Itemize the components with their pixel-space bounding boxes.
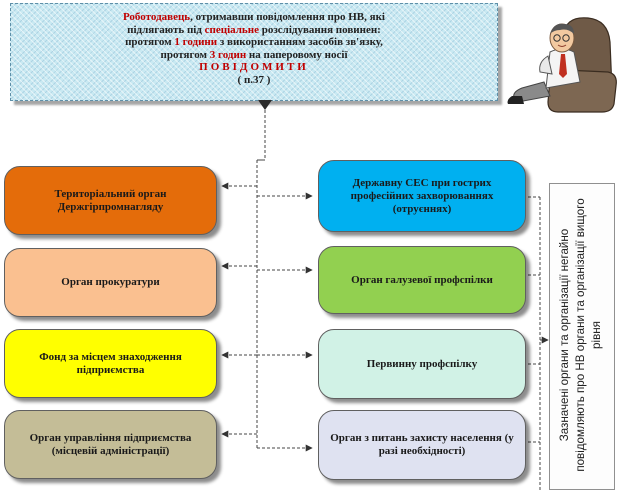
top-line-2-b: розслідування повинен:: [261, 23, 381, 36]
sanitary-service-box: Державну СЕС при гострих професійних зах…: [318, 160, 526, 232]
employer-label: Роботодавець: [122, 11, 191, 23]
top-line-4-a: протягом: [160, 48, 208, 61]
three-hours-label: 3 годин: [209, 48, 247, 61]
top-line-2-a: підлягають під: [127, 23, 202, 36]
notify-heading: ПОВІДОМИТИ: [199, 61, 309, 73]
office-worker-in-armchair-icon: [507, 17, 617, 113]
branch-union-box: Орган галузевої профспілки: [318, 246, 526, 314]
top-line-3: протягом 1 години з використанням засобі…: [11, 36, 497, 49]
enterprise-management-box: Орган управління підприємства (місцевій …: [4, 410, 217, 479]
prosecutor-office-box: Орган прокуратури: [4, 248, 217, 317]
special-label: спеціальне: [204, 23, 259, 36]
insurance-fund-box: Фонд за місцем знаходження підприємства: [4, 329, 217, 398]
one-hour-label: 1 години: [174, 36, 218, 48]
reference-label: ( п.37 ): [237, 73, 271, 86]
employer-duty-box: Роботодавець, отримавши повідомлення про…: [10, 3, 498, 101]
down-arrow-icon: [258, 100, 272, 110]
top-line-1-text: , отримавши повідомлення про НВ, які: [190, 11, 385, 23]
top-line-3-a: протягом: [125, 36, 172, 48]
top-line-4-b: на паперовому носії: [248, 48, 348, 61]
side-note-text: Зазначені органи та організації негайно …: [558, 198, 603, 472]
territorial-authority-box: Територіальний орган Держгірпромнагляду: [4, 166, 217, 235]
top-line-2: підлягають під спеціальне розслідування …: [11, 24, 497, 37]
side-note-frame: [549, 183, 615, 490]
population-protection-box: Орган з питань захисту населення (у разі…: [318, 410, 526, 480]
primary-union-box: Первинну профспілку: [318, 329, 526, 399]
top-line-3-b: з використанням засобів зв'язку,: [219, 36, 383, 48]
top-line-4: протягом 3 годин на паперовому носії: [11, 49, 497, 62]
top-line-1: Роботодавець, отримавши повідомлення про…: [11, 11, 497, 24]
